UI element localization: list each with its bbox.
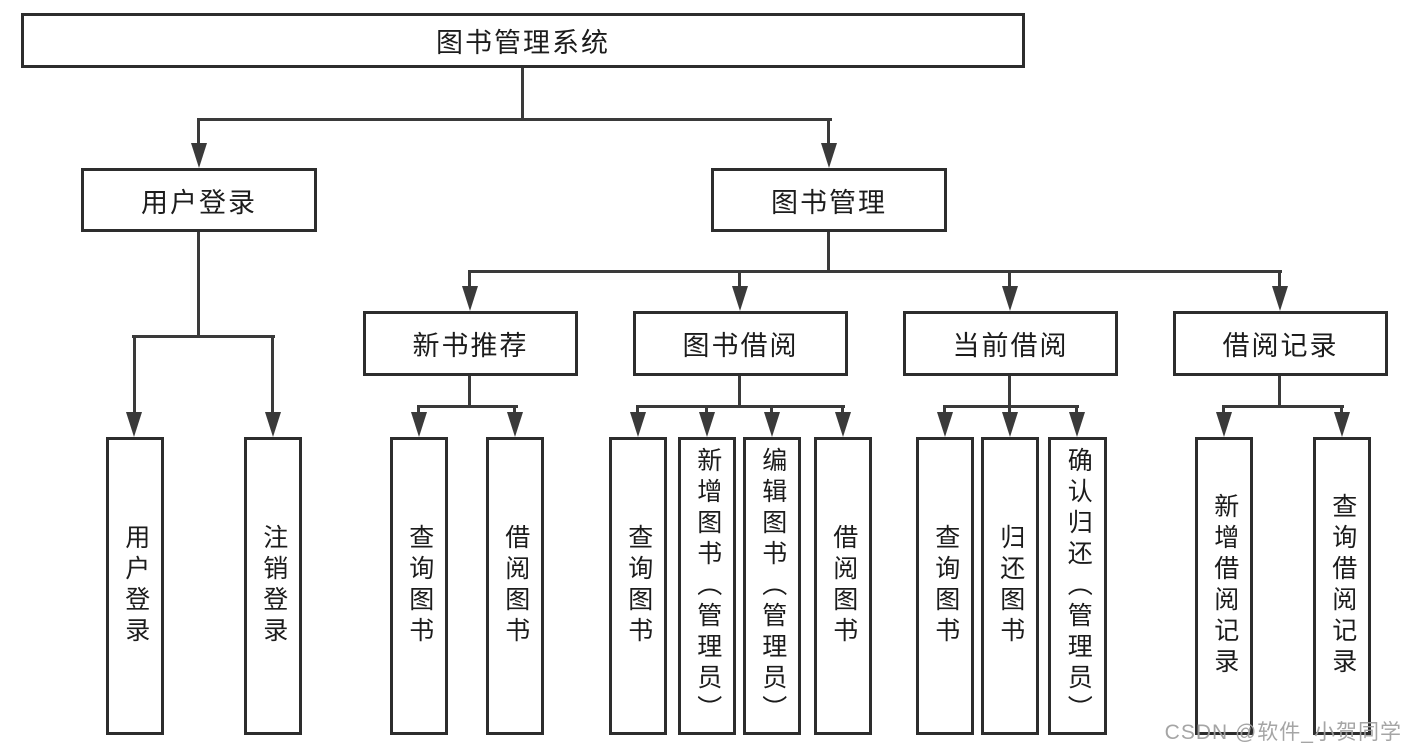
connector-line: [513, 405, 516, 415]
connector-line: [770, 405, 773, 415]
node-label: 用户登录: [141, 187, 257, 218]
connector-line: [1278, 376, 1281, 407]
node-label: 图书管理: [771, 187, 887, 218]
connector-line: [1075, 405, 1078, 415]
node-label: 注销登录: [259, 524, 288, 648]
arrow-down-icon: [265, 412, 281, 437]
arrow-down-icon: [1002, 412, 1018, 437]
arrow-down-icon: [764, 412, 780, 437]
arrow-down-icon: [1069, 412, 1085, 437]
node-new-book-recommend: 新书推荐: [363, 311, 578, 376]
arrow-down-icon: [630, 412, 646, 437]
arrow-down-icon: [835, 412, 851, 437]
connector-line: [468, 272, 471, 288]
node-label: 新增图书（管理员）: [693, 446, 722, 726]
node-user-login-action: 用户登录: [106, 437, 164, 735]
connector-line: [468, 270, 1282, 273]
connector-line: [468, 376, 471, 407]
connector-line: [1222, 405, 1344, 408]
arrow-down-icon: [507, 412, 523, 437]
node-cb-query-book: 查询图书: [916, 437, 974, 735]
connector-line: [841, 405, 844, 415]
connector-line: [827, 232, 830, 273]
node-label: 图书管理系统: [436, 28, 610, 58]
connector-line: [521, 68, 524, 121]
node-label: 新书推荐: [412, 331, 529, 361]
connector-line: [133, 337, 136, 414]
arrow-down-icon: [937, 412, 953, 437]
node-bb-query-book: 查询图书: [609, 437, 667, 735]
node-borrow-records: 借阅记录: [1173, 311, 1388, 376]
node-user-login: 用户登录: [81, 168, 317, 232]
node-br-add-record: 新增借阅记录: [1195, 437, 1253, 735]
node-cb-confirm-return-admin: 确认归还（管理员）: [1048, 437, 1107, 735]
arrow-down-icon: [126, 412, 142, 437]
node-nbr-query-book: 查询图书: [390, 437, 448, 735]
arrow-down-icon: [1272, 286, 1288, 311]
connector-line: [1008, 272, 1011, 288]
connector-line: [417, 405, 518, 408]
node-label: 查询借阅记录: [1328, 493, 1357, 679]
node-current-borrow: 当前借阅: [903, 311, 1118, 376]
node-label: 归还图书: [996, 524, 1025, 648]
node-bb-edit-book-admin: 编辑图书（管理员）: [743, 437, 801, 735]
node-label: 查询图书: [624, 524, 653, 648]
connector-line: [636, 405, 639, 415]
node-label: 编辑图书（管理员）: [758, 446, 787, 726]
node-label: 查询图书: [405, 524, 434, 648]
connector-line: [197, 120, 200, 145]
node-label: 新增借阅记录: [1210, 493, 1239, 679]
connector-line: [1008, 405, 1011, 415]
connector-line: [1008, 376, 1011, 407]
node-label: 确认归还（管理员）: [1064, 446, 1093, 726]
connector-line: [636, 405, 845, 408]
node-book-management: 图书管理: [711, 168, 947, 232]
watermark-text: CSDN @软件_小贺同学: [1164, 721, 1402, 744]
node-cb-return-book: 归还图书: [981, 437, 1039, 735]
connector-line: [943, 405, 1079, 408]
node-nbr-borrow-book: 借阅图书: [486, 437, 544, 735]
node-label: 当前借阅: [952, 331, 1069, 361]
arrow-down-icon: [732, 286, 748, 311]
node-label: 用户登录: [121, 524, 150, 648]
connector-line: [1340, 405, 1343, 415]
arrow-down-icon: [699, 412, 715, 437]
arrow-down-icon: [462, 286, 478, 311]
node-bb-borrow-book: 借阅图书: [814, 437, 872, 735]
node-br-query-record: 查询借阅记录: [1313, 437, 1371, 735]
node-bb-add-book-admin: 新增图书（管理员）: [678, 437, 736, 735]
connector-line: [1278, 272, 1281, 288]
connector-line: [417, 405, 420, 415]
connector-line: [271, 337, 274, 414]
node-label: 借阅图书: [501, 524, 530, 648]
node-label: 借阅图书: [829, 524, 858, 648]
connector-line: [132, 335, 275, 338]
arrow-down-icon: [821, 143, 837, 168]
arrow-down-icon: [1002, 286, 1018, 311]
node-label: 借阅记录: [1222, 331, 1339, 361]
arrow-down-icon: [191, 143, 207, 168]
connector-line: [1222, 405, 1225, 415]
arrow-down-icon: [1334, 412, 1350, 437]
node-label: 图书借阅: [682, 331, 799, 361]
connector-line: [738, 272, 741, 288]
node-book-borrow: 图书借阅: [633, 311, 848, 376]
connector-line: [197, 232, 200, 338]
connector-line: [705, 405, 708, 415]
connector-line: [738, 376, 741, 407]
connector-line: [827, 120, 830, 145]
node-label: 查询图书: [931, 524, 960, 648]
arrow-down-icon: [411, 412, 427, 437]
arrow-down-icon: [1216, 412, 1232, 437]
connector-line: [943, 405, 946, 415]
connector-line: [197, 118, 832, 121]
node-root: 图书管理系统: [21, 13, 1025, 68]
node-logout-action: 注销登录: [244, 437, 302, 735]
